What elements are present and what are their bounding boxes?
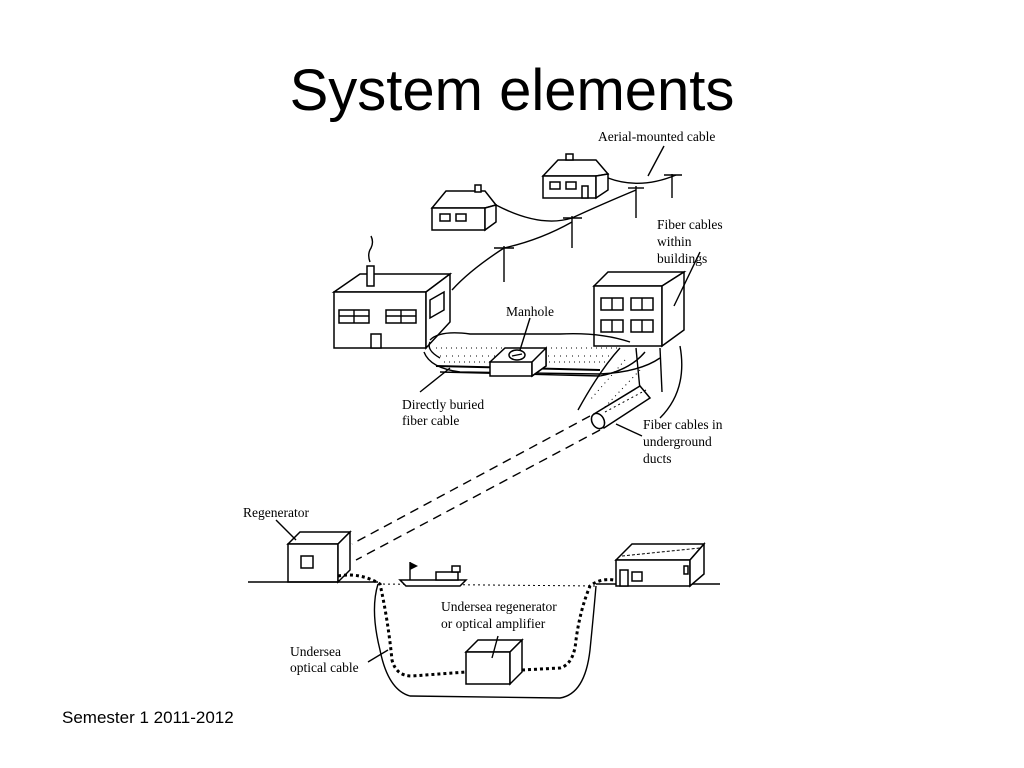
- boat: [398, 562, 468, 587]
- label-directly-buried-2: fiber cable: [402, 413, 459, 428]
- undersea-cable-leader: [367, 649, 389, 663]
- regenerator-box: [275, 519, 352, 584]
- house-middle: [430, 184, 498, 232]
- buried-cable-trench: [419, 317, 661, 393]
- slide-footer: Semester 1 2011-2012: [62, 708, 234, 727]
- shore-building: [614, 542, 706, 588]
- building-right: [592, 251, 701, 348]
- label-ducts-2: underground: [643, 434, 712, 449]
- undersea-regenerator-box: [464, 635, 524, 686]
- underground-duct: [577, 345, 683, 437]
- label-regenerator: Regenerator: [243, 505, 309, 520]
- label-fiber-buildings-1: Fiber cables: [657, 217, 723, 232]
- undersea-cable: [337, 573, 615, 678]
- label-undersea-cable-1: Undersea: [290, 644, 341, 659]
- dashed-link-cable: [351, 415, 601, 561]
- label-manhole: Manhole: [506, 304, 554, 319]
- building-left: [331, 235, 453, 350]
- house-top-right: [541, 153, 610, 200]
- aerial-cable-network: [451, 145, 682, 291]
- label-undersea-regen-2: or optical amplifier: [441, 616, 546, 631]
- label-directly-buried-1: Directly buried: [402, 397, 484, 412]
- slide-title: System elements: [289, 58, 735, 123]
- label-undersea-regen-1: Undersea regenerator: [441, 599, 557, 614]
- label-ducts-1: Fiber cables in: [643, 417, 723, 432]
- label-undersea-cable-2: optical cable: [290, 660, 359, 675]
- label-aerial-cable: Aerial-mounted cable: [598, 129, 715, 144]
- label-ducts-3: ducts: [643, 451, 672, 466]
- label-fiber-buildings-2: within: [657, 234, 692, 249]
- label-fiber-buildings-3: buildings: [657, 251, 707, 266]
